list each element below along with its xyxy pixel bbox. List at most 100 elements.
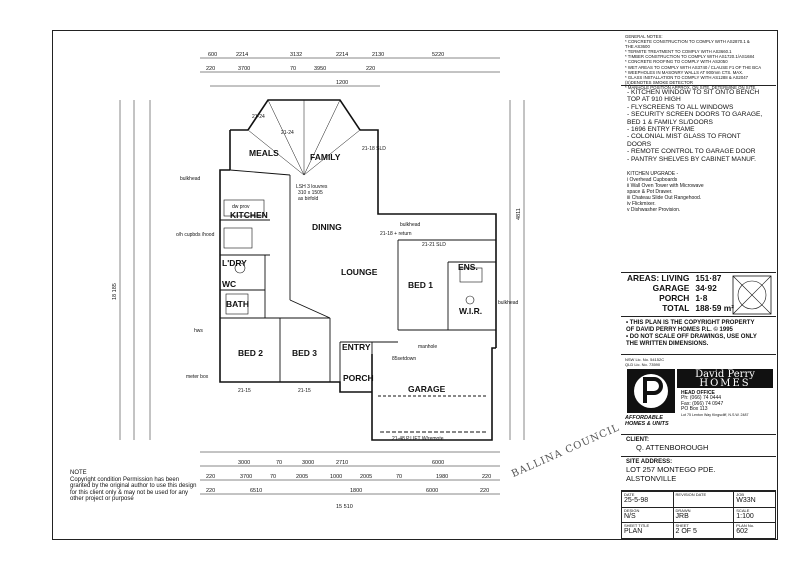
general-note-line: THE AS3600 <box>625 44 650 50</box>
svg-text:220: 220 <box>366 66 375 72</box>
room-bed3: BED 3 <box>292 348 317 358</box>
svg-text:70: 70 <box>276 460 282 466</box>
ceiling-rays <box>247 99 361 176</box>
annot-bulkhead-2: bulkhead <box>400 222 421 228</box>
annot-manhole: manhole <box>418 344 437 350</box>
site-address-line: LOT 257 MONTEGO PDE. <box>626 465 716 474</box>
svg-text:3132: 3132 <box>290 52 302 58</box>
annot-hws: hws <box>194 328 203 334</box>
company-contact: HEAD OFFICE Ph: (066) 74 0444 Fax: (066)… <box>681 390 749 417</box>
svg-text:6510: 6510 <box>250 488 262 494</box>
annot-window-1: 21-24 <box>281 130 294 136</box>
svg-text:4811: 4811 <box>516 208 522 220</box>
svg-text:220: 220 <box>480 488 489 494</box>
copyright-line: • DO NOT SCALE OFF DRAWINGS, USE ONLY <box>626 333 757 340</box>
client-label: CLIENT: <box>626 437 649 443</box>
svg-text:1000: 1000 <box>330 474 342 480</box>
specification-notes: - KITCHEN WINDOW TO SIT ONTO BENCH TOP A… <box>621 85 776 213</box>
room-ens: ENS. <box>458 262 478 272</box>
kitchen-upgrade-line: ii Wall Oven Tower with Microwave <box>627 183 704 190</box>
copyright-line: THE WRITTEN DIMENSIONS. <box>626 340 709 347</box>
svg-text:220: 220 <box>206 474 215 480</box>
note-line: BED 1 & FAMILY SL/DOORS <box>627 118 713 126</box>
svg-text:3700: 3700 <box>238 66 250 72</box>
general-note-line: * WEEPHOLES IN MASONRY WALLS AT 900mm CT… <box>625 69 744 75</box>
svg-text:1980: 1980 <box>436 474 448 480</box>
annot-bulkhead-3: bulkhead <box>498 300 519 306</box>
svg-text:2214: 2214 <box>336 52 348 58</box>
svg-text:2005: 2005 <box>360 474 372 480</box>
kitchen-upgrade-line: iv Flickmixer. <box>627 201 656 208</box>
svg-text:18 185: 18 185 <box>112 283 118 300</box>
site-address-label: SITE ADDRESS: <box>626 459 673 465</box>
svg-text:2710: 2710 <box>336 460 348 466</box>
site-address-block: SITE ADDRESS: LOT 257 MONTEGO PDE. ALSTO… <box>621 456 776 490</box>
kitchen-upgrade: KITCHEN UPGRADE - i Overhead Cupboards i… <box>627 171 770 213</box>
kitchen-upgrade-line: v Dishwasher Provision. <box>627 207 681 214</box>
drawing-sheet-border <box>52 30 778 540</box>
annot-setdown: 85setdown <box>392 356 416 362</box>
general-note-line: * TIMBER CONSTRUCTION TO COMPLY WITH AS1… <box>625 54 755 60</box>
tb-revision: REVISION DATE <box>672 491 735 508</box>
annot-lift: 21-48 P.LIFT W/remote <box>392 436 444 442</box>
general-notes: GENERAL NOTES: * CONCRETE CONSTRUCTION T… <box>621 30 776 90</box>
annot-lsh-3: as birfold <box>298 196 319 202</box>
note-line: - REMOTE CONTROL TO GARAGE DOOR <box>627 148 756 156</box>
general-notes-heading: GENERAL NOTES: <box>625 34 663 39</box>
room-family: FAMILY <box>310 152 341 162</box>
annot-bulkhead-1: bulkhead <box>180 176 201 182</box>
room-bed2: BED 2 <box>238 348 263 358</box>
note-line: DOORS <box>627 140 652 148</box>
room-labels: MEALS FAMILY KITCHEN DINING LOUNGE BED 1… <box>222 148 482 394</box>
note-text: Copyright condition Permission has been … <box>70 476 197 503</box>
note-heading: NOTE <box>70 470 87 476</box>
room-porch: PORCH <box>343 373 374 383</box>
general-note-line: * WET AREAS TO COMPLY WITH AS3740 / CLAU… <box>625 64 762 70</box>
svg-text:70: 70 <box>290 66 296 72</box>
annot-meter: meter box <box>186 374 209 380</box>
annot-window-2: 21-24 <box>252 114 265 120</box>
annot-w3: 21-15 <box>238 388 251 394</box>
kitchen-upgrade-line: space & Pot Drawer. <box>627 189 673 196</box>
annot-ohcup: o/h cupbds /hood <box>176 232 215 238</box>
kitchen-fixtures <box>223 199 483 315</box>
svg-text:6000: 6000 <box>432 460 444 466</box>
note-line: - PANTRY SHELVES BY CABINET MANUF. <box>627 155 756 163</box>
svg-text:3700: 3700 <box>240 474 252 480</box>
svg-text:220: 220 <box>482 474 491 480</box>
svg-text:2214: 2214 <box>236 52 248 58</box>
north-point-icon <box>732 275 772 315</box>
room-kitchen: KITCHEN <box>230 210 268 220</box>
room-wc: WC <box>222 279 236 289</box>
svg-text:70: 70 <box>396 474 402 480</box>
copyright-line: OF DAVID PERRY HOMES P.L. © 1995 <box>626 326 733 333</box>
note-line: - KITCHEN WINDOW TO SIT ONTO BENCH <box>627 89 760 96</box>
annot-lsh: LSH 3 louvres <box>296 184 328 190</box>
svg-text:220: 220 <box>206 66 215 72</box>
annot-dwprov: dw prov <box>232 204 250 210</box>
dimension-labels: 600 2214 3132 2214 2130 5220 220 3700 70… <box>112 52 522 510</box>
general-note-line: * MANHOLE POSITION APPROX. ON SITE, DETE… <box>625 84 757 90</box>
internal-walls <box>220 169 496 433</box>
licence-numbers: NSW Lic. No. 54152C QLD Lic. No. 73590 <box>625 357 665 367</box>
room-wir: W.I.R. <box>459 306 482 316</box>
note-line: - 1696 ENTRY FRAME <box>627 126 695 134</box>
room-bed1: BED 1 <box>408 280 433 290</box>
client-name: Q. ATTENBOROUGH <box>636 443 709 452</box>
copyright-notes: • THIS PLAN IS THE COPYRIGHT PROPERTY OF… <box>621 316 776 354</box>
kitchen-upgrade-line: iii Chateau Slide Out Rangehood. <box>627 195 702 202</box>
svg-text:2005: 2005 <box>296 474 308 480</box>
note-line: - FLYSCREENS TO ALL WINDOWS <box>627 103 734 111</box>
site-address-line: ALSTONVILLE <box>626 474 677 483</box>
annot-sld: 21-21 SLD <box>422 242 446 248</box>
